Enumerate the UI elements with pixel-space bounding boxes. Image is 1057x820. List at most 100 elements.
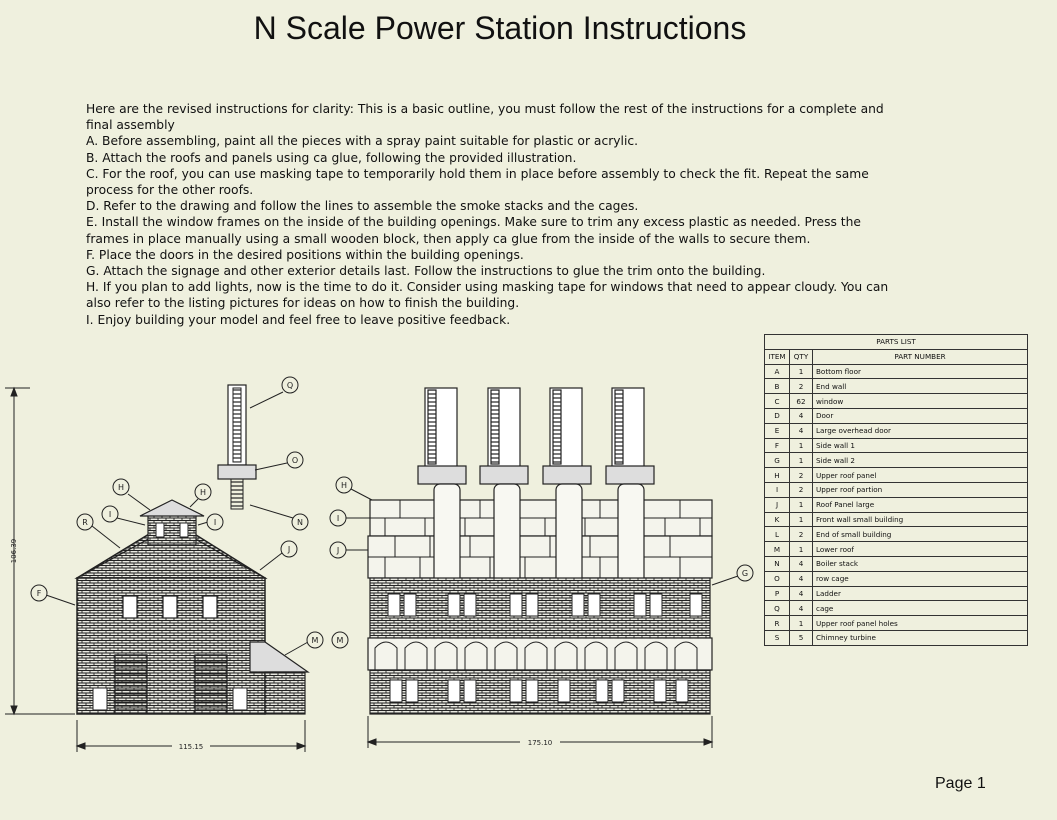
cell-item: J bbox=[764, 496, 790, 513]
header-item: ITEM bbox=[764, 348, 790, 365]
cell-part-number: Door bbox=[812, 407, 1028, 424]
cell-part-number: Large overhead door bbox=[812, 422, 1028, 439]
cell-qty: 1 bbox=[789, 496, 813, 513]
cell-qty: 1 bbox=[789, 437, 813, 454]
callout-g: G bbox=[742, 569, 748, 578]
cell-qty: 4 bbox=[789, 570, 813, 587]
cell-item: F bbox=[764, 437, 790, 454]
header-qty: QTY bbox=[789, 348, 813, 365]
cell-part-number: End wall bbox=[812, 378, 1028, 395]
cell-item: M bbox=[764, 541, 790, 557]
cell-item: N bbox=[764, 555, 790, 572]
cell-item: R bbox=[764, 615, 790, 631]
cell-item: C bbox=[764, 393, 790, 409]
instruction-intro: Here are the revised instructions for cl… bbox=[86, 102, 884, 133]
callout-i: I bbox=[214, 518, 216, 527]
cell-qty: 1 bbox=[789, 615, 813, 631]
cell-qty: 4 bbox=[789, 422, 813, 439]
cell-item: D bbox=[764, 407, 790, 424]
cell-qty: 4 bbox=[789, 555, 813, 572]
callout-q: Q bbox=[287, 381, 293, 390]
cell-part-number: End of small building bbox=[812, 526, 1028, 543]
callout-j: J bbox=[336, 546, 339, 555]
cell-part-number: Side wall 1 bbox=[812, 437, 1028, 454]
dimension-height: 106.39 bbox=[10, 539, 18, 564]
cell-part-number: Roof Panel large bbox=[812, 496, 1028, 513]
header-part-number: PART NUMBER bbox=[812, 348, 1028, 365]
callout-i: I bbox=[109, 510, 111, 519]
cell-part-number: Upper roof panel bbox=[812, 467, 1028, 483]
instructions-text: Here are the revised instructions for cl… bbox=[86, 101, 896, 328]
cell-part-number: window bbox=[812, 393, 1028, 409]
cell-part-number: Upper roof panel holes bbox=[812, 615, 1028, 631]
cell-qty: 1 bbox=[789, 511, 813, 528]
callout-o: O bbox=[292, 456, 298, 465]
instruction-g: G. Attach the signage and other exterior… bbox=[86, 264, 766, 279]
cell-part-number: Bottom floor bbox=[812, 363, 1028, 380]
cell-qty: 1 bbox=[789, 363, 813, 380]
cell-item: S bbox=[764, 629, 790, 646]
callout-j: J bbox=[287, 545, 290, 554]
callout-m: M bbox=[312, 636, 319, 645]
cell-item: Q bbox=[764, 600, 790, 617]
cell-item: G bbox=[764, 452, 790, 469]
cell-part-number: Boiler stack bbox=[812, 555, 1028, 572]
cell-qty: 4 bbox=[789, 600, 813, 617]
cell-qty: 62 bbox=[789, 393, 813, 409]
cell-qty: 2 bbox=[789, 526, 813, 543]
building-elevation-drawing: Q O H H I I N R J F M M 115.15 106.39 bbox=[5, 376, 754, 752]
cell-qty: 4 bbox=[789, 585, 813, 602]
cell-item: P bbox=[764, 585, 790, 602]
dimension-width-left: 115.15 bbox=[179, 743, 204, 751]
cell-qty: 1 bbox=[789, 452, 813, 469]
dimension-width-right: 175.10 bbox=[528, 739, 553, 747]
cell-qty: 2 bbox=[789, 378, 813, 395]
cell-part-number: row cage bbox=[812, 570, 1028, 587]
callout-f: F bbox=[37, 589, 42, 598]
callout-r: R bbox=[82, 518, 88, 527]
side-view-dimensions bbox=[5, 386, 307, 752]
cell-item: H bbox=[764, 467, 790, 483]
callout-i: I bbox=[337, 514, 339, 523]
callout-m: M bbox=[337, 636, 344, 645]
instruction-e: E. Install the window frames on the insi… bbox=[86, 215, 861, 246]
callout-h: H bbox=[118, 483, 124, 492]
parts-list-header-row: ITEM QTY PART NUMBER bbox=[764, 348, 1028, 365]
callout-h: H bbox=[200, 488, 206, 497]
instruction-f: F. Place the doors in the desired positi… bbox=[86, 247, 524, 262]
page-title: N Scale Power Station Instructions bbox=[253, 10, 747, 46]
cell-qty: 4 bbox=[789, 407, 813, 424]
side-view-callouts bbox=[30, 376, 349, 656]
cell-part-number: Ladder bbox=[812, 585, 1028, 602]
instruction-h: H. If you plan to add lights, now is the… bbox=[86, 280, 889, 311]
callout-n: N bbox=[297, 518, 303, 527]
page-number: Page 1 bbox=[935, 775, 986, 792]
cell-item: I bbox=[764, 481, 790, 498]
front-view-dimensions bbox=[366, 716, 714, 748]
front-view-callouts bbox=[329, 476, 754, 586]
parts-list-title-row: PARTS LIST bbox=[764, 334, 1028, 350]
instruction-a: A. Before assembling, paint all the piec… bbox=[86, 134, 639, 149]
cell-part-number: Chimney turbine bbox=[812, 629, 1028, 646]
cell-part-number: Side wall 2 bbox=[812, 452, 1028, 469]
cell-part-number: cage bbox=[812, 600, 1028, 617]
parts-list-title: PARTS LIST bbox=[764, 334, 1028, 350]
instruction-b: B. Attach the roofs and panels using ca … bbox=[86, 150, 577, 165]
cell-item: E bbox=[764, 422, 790, 439]
